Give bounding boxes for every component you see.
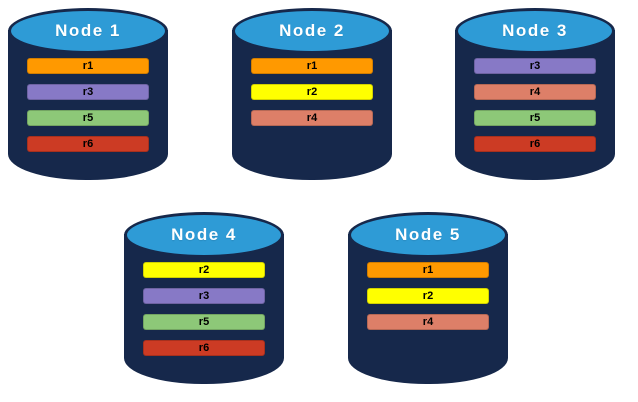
replica-list: r2 r3 r5 r6 [124, 262, 284, 366]
node-label: Node 2 [279, 21, 345, 40]
replica-bar[interactable]: r6 [27, 136, 149, 152]
replica-bar[interactable]: r6 [143, 340, 265, 356]
replica-list: r1 r3 r5 r6 [8, 58, 168, 162]
replica-bar[interactable]: r2 [367, 288, 489, 304]
cylinder-body [455, 30, 615, 180]
cylinder-top-ellipse [232, 8, 392, 54]
cylinder-top-ellipse [455, 8, 615, 54]
replica-bar[interactable]: r4 [251, 110, 373, 126]
cylinder-body [348, 234, 508, 384]
node-label: Node 4 [171, 225, 237, 244]
cylinder-top-ellipse [8, 8, 168, 54]
cylinder-shape: Node 3 [455, 8, 615, 188]
replica-list: r1 r2 r4 [348, 262, 508, 340]
cylinder-body [232, 30, 392, 180]
cylinder-body [124, 234, 284, 384]
replica-bar[interactable]: r3 [27, 84, 149, 100]
node-label: Node 5 [395, 225, 461, 244]
cylinder-shape: Node 2 [232, 8, 392, 188]
replica-list: r3 r4 r5 r6 [455, 58, 615, 162]
replica-bar[interactable]: r5 [143, 314, 265, 330]
cylinder-shape: Node 5 [348, 212, 508, 392]
cylinder-top-ellipse [124, 212, 284, 258]
replica-bar[interactable]: r2 [251, 84, 373, 100]
replica-bar[interactable]: r1 [27, 58, 149, 74]
replica-bar[interactable]: r1 [367, 262, 489, 278]
replica-bar[interactable]: r5 [27, 110, 149, 126]
replica-bar[interactable]: r3 [474, 58, 596, 74]
replica-bar[interactable]: r3 [143, 288, 265, 304]
cylinder-shape: Node 4 [124, 212, 284, 392]
node-label: Node 3 [502, 21, 568, 40]
replica-bar[interactable]: r6 [474, 136, 596, 152]
replica-bar[interactable]: r2 [143, 262, 265, 278]
replica-bar[interactable]: r4 [474, 84, 596, 100]
replica-bar[interactable]: r5 [474, 110, 596, 126]
replica-bar[interactable]: r1 [251, 58, 373, 74]
replica-list: r1 r2 r4 [232, 58, 392, 136]
replica-bar[interactable]: r4 [367, 314, 489, 330]
node-label: Node 1 [55, 21, 121, 40]
cylinder-shape: Node 1 [8, 8, 168, 188]
cylinder-top-ellipse [348, 212, 508, 258]
